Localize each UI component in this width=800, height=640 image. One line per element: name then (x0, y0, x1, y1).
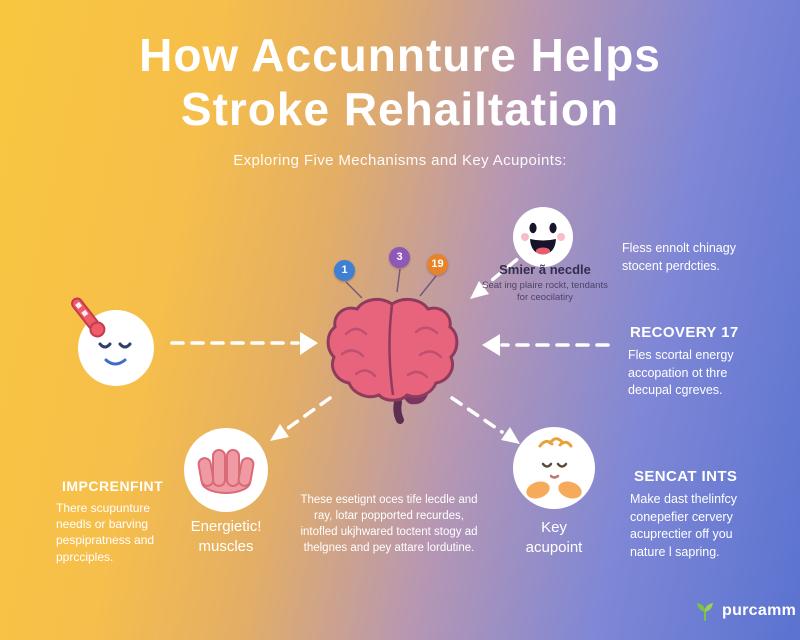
badge-connector-lines (345, 268, 437, 299)
arrow-left-to-brain (170, 332, 318, 355)
muscles-label: Energietic! muscles (190, 518, 262, 555)
logo-text: purcamm (722, 602, 797, 619)
right-intro-text: Fless ennolt chinagy stocent perdcties. (622, 241, 736, 273)
arrow-brain-to-muscles (270, 396, 332, 441)
laughing-face-icon (513, 207, 573, 267)
arrow-brain-to-acupoint (450, 396, 520, 444)
seedling-leaf-icon (697, 603, 713, 621)
step-badge-1: 1 (334, 260, 355, 281)
center-note: These esetignt oces tife lecdle and ray,… (300, 494, 478, 555)
needle-note-body: Seat ing plaire rockt, tendants for ceoc… (482, 280, 608, 304)
acupoint-face-icon (513, 427, 595, 509)
recovery-heading: RECOVERY 17 (630, 324, 739, 341)
needle-note: Smier ã necdle Seat ing plaire rockt, te… (478, 262, 612, 305)
arrow-right-to-brain (482, 334, 610, 356)
sencat-body: Make dast thelinfcy conepefier cervery a… (630, 492, 737, 559)
sencat-heading: SENCAT INTS (634, 468, 738, 485)
step-badge-19: 19 (427, 254, 448, 275)
needle-note-title: Smier ã necdle (499, 262, 591, 277)
acupoint-label: Key acupoint (525, 519, 583, 556)
brand-logo: purcamm (694, 600, 796, 622)
step-badge-3: 3 (389, 247, 410, 268)
left-body: There scupunture needls or barving pespi… (56, 501, 155, 564)
thermometer-face-icon (71, 297, 154, 386)
page-title-line-2: Stroke Rehailtation (180, 83, 620, 135)
recovery-body: Fles scortal energy accopation ot thre d… (628, 348, 734, 397)
subtitle: Exploring Five Mechanisms and Key Acupoi… (233, 152, 567, 169)
thermometer-icon (71, 297, 106, 338)
left-heading: IMPCRENFINT (62, 478, 164, 494)
muscles-icon (184, 428, 268, 512)
page-title-line-1: How Accunnture Helps (139, 29, 661, 81)
brain-icon (326, 297, 459, 424)
